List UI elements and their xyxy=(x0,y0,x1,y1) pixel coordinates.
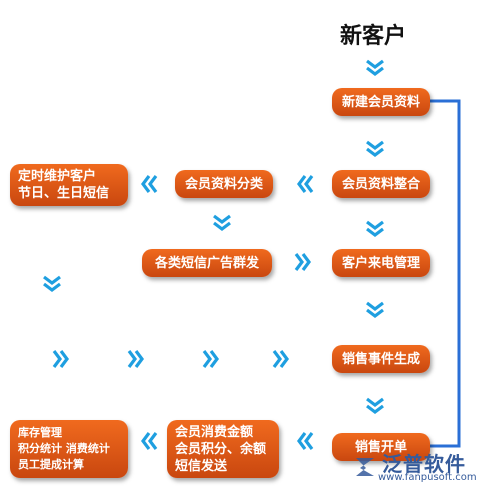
node-sales-order: 销售开单 xyxy=(332,433,430,461)
watermark-brand: 泛普软件 xyxy=(382,452,466,476)
watermark-url: www.fanpusoft.com xyxy=(378,472,477,483)
node-stats: 库存管理 积分统计 消费统计 员工提成计算 xyxy=(10,420,128,478)
arrow-down-event-to-order xyxy=(365,397,385,414)
node-maintain: 定时维护客户 节日、生日短信 xyxy=(10,164,128,206)
arrow-right-row-3 xyxy=(202,349,219,369)
arrow-down-consolidate-to-call xyxy=(365,220,385,237)
node-maintain-line-2: 节日、生日短信 xyxy=(18,186,110,201)
arrow-down-classify-to-broadcast xyxy=(212,214,232,231)
arrow-down-title-to-new xyxy=(365,59,385,76)
arrow-right-broadcast-to-call xyxy=(294,252,311,272)
arrow-down-new-to-consolidate xyxy=(365,140,385,157)
arrow-left-order-to-consumption xyxy=(297,431,314,451)
node-classify: 会员资料分类 xyxy=(175,170,273,198)
node-stats-line-2: 积分统计 消费统计 xyxy=(18,442,110,455)
diagram-title: 新客户 xyxy=(340,24,407,49)
node-stats-line-1: 库存管理 xyxy=(18,426,62,439)
feedback-connector xyxy=(430,99,461,448)
arrow-down-left-column xyxy=(42,275,62,292)
arrow-left-classify-to-maintain xyxy=(141,174,158,194)
arrow-left-consumption-to-stats xyxy=(141,431,158,451)
node-sales-event: 销售事件生成 xyxy=(332,345,430,373)
arrow-down-call-to-event xyxy=(365,301,385,318)
node-member-consumption-line-1: 会员消费金额 xyxy=(175,424,254,440)
node-member-consumption-line-2: 会员积分、余额 xyxy=(175,441,267,457)
brand-logo-icon xyxy=(356,458,374,476)
node-maintain-line-1: 定时维护客户 xyxy=(18,169,97,184)
node-stats-line-3: 员工提成计算 xyxy=(18,458,84,471)
arrow-right-row-4 xyxy=(272,349,289,369)
arrow-left-consolidate-to-classify xyxy=(297,174,314,194)
node-call-center: 客户来电管理 xyxy=(332,249,430,277)
node-member-consumption: 会员消费金额 会员积分、余额 短信发送 xyxy=(167,420,279,478)
node-member-consumption-line-3: 短信发送 xyxy=(175,458,228,474)
arrow-right-row-2 xyxy=(127,349,144,369)
node-broadcast: 各类短信广告群发 xyxy=(142,249,272,277)
node-new-member: 新建会员资料 xyxy=(332,88,430,116)
arrow-right-row-1 xyxy=(52,349,69,369)
node-consolidate: 会员资料整合 xyxy=(332,170,430,198)
